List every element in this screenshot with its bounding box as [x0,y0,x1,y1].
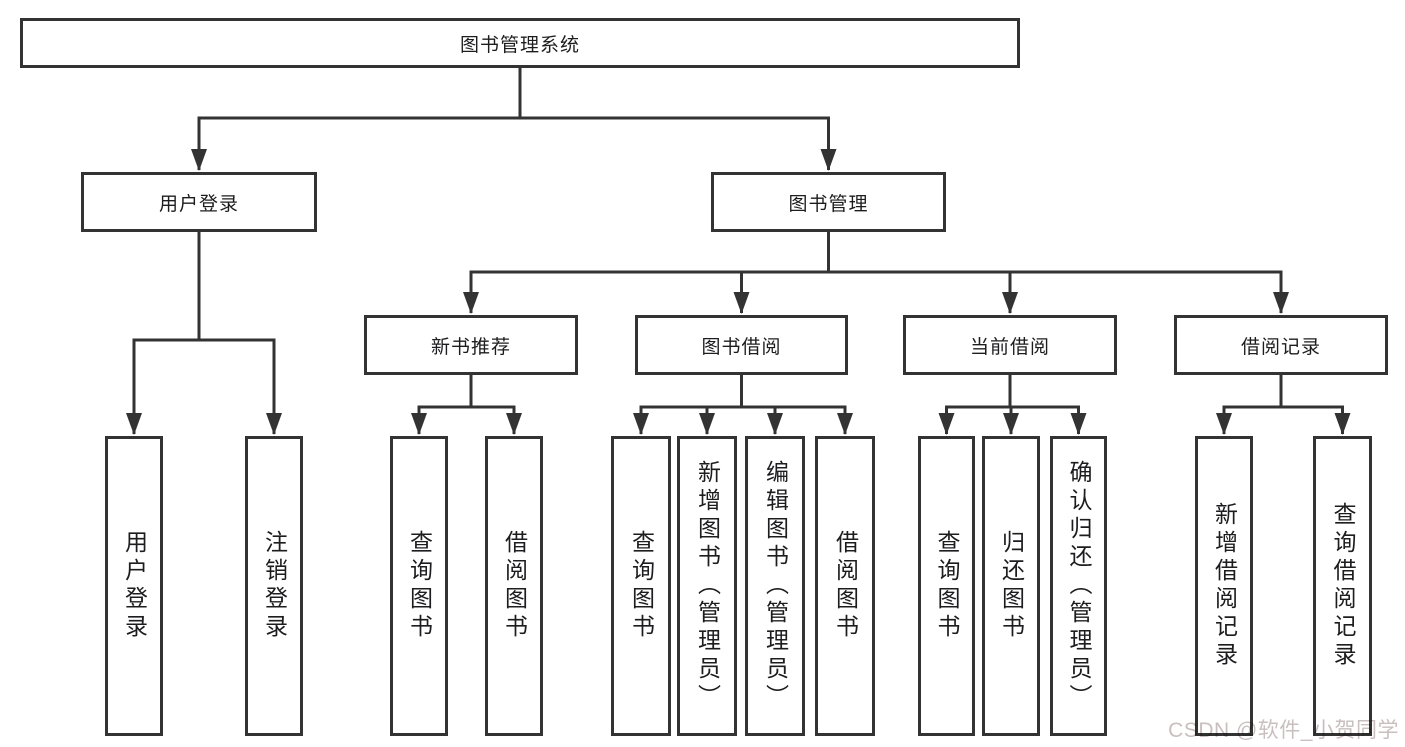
node-label: 图书借阅 [701,336,782,358]
node-br-query-record: 查询借阅记录 [1313,436,1372,736]
node-cb-query-books: 查询图书 [918,436,975,736]
node-bb-borrow-books: 借阅图书 [815,436,875,736]
node-label: 查询借阅记录 [1330,502,1356,670]
node-label: 新增借阅记录 [1211,502,1238,670]
node-label: 用户登录 [121,530,148,642]
node-label: 借阅图书 [832,530,859,642]
node-label: 确认归还（管理员） [1066,460,1092,712]
node-rec-query-books: 查询图书 [390,436,448,736]
node-label: 归还图书 [998,530,1025,642]
node-current-borrow: 当前借阅 [903,315,1117,375]
node-bb-add-books: 新增图书（管理员） [677,436,737,736]
node-label: 编辑图书（管理员） [762,460,789,712]
node-label: 图书管理系统 [459,34,580,56]
node-label: 查询图书 [628,530,655,642]
node-rec-borrow-books: 借阅图书 [485,436,543,736]
node-label: 图书管理 [788,193,869,215]
node-cb-confirm-return: 确认归还（管理员） [1050,436,1107,736]
node-user-login: 用户登录 [81,172,317,232]
node-label: 查询图书 [934,530,960,642]
node-label: 当前借阅 [969,336,1050,358]
node-label: 借阅图书 [501,530,528,642]
node-bb-edit-books: 编辑图书（管理员） [745,436,805,736]
node-label: 查询图书 [406,530,433,642]
node-cb-return-books: 归还图书 [982,436,1040,736]
node-label: 借阅记录 [1240,336,1321,358]
node-label: 新增图书（管理员） [694,460,721,712]
node-login-leaf: 用户登录 [105,436,163,736]
node-bb-query-books: 查询图书 [611,436,671,736]
node-book-borrow: 图书借阅 [635,315,848,375]
node-root: 图书管理系统 [20,18,1020,68]
node-br-add-record: 新增借阅记录 [1195,436,1253,736]
node-new-book-rec: 新书推荐 [364,315,578,375]
node-logout-leaf: 注销登录 [245,436,303,736]
watermark-text: CSDN @软件_小贺同学 [1168,719,1399,742]
node-label: 新书推荐 [430,336,511,358]
node-book-mgmt: 图书管理 [711,172,946,232]
node-borrow-records: 借阅记录 [1174,315,1388,375]
node-label: 用户登录 [158,193,239,215]
node-label: 注销登录 [261,530,288,642]
